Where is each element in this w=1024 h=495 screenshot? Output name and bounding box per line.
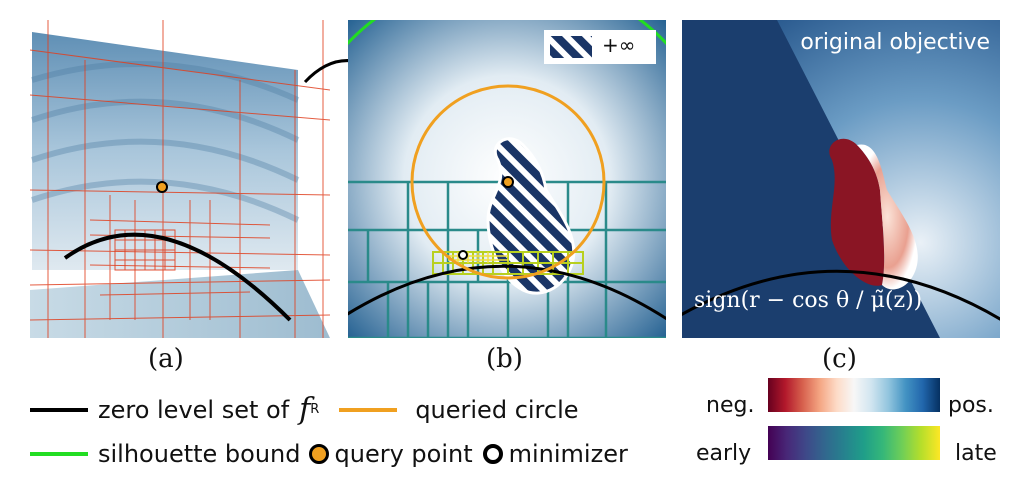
legend-row-2: silhouette bound query point minimizer xyxy=(30,440,628,468)
zero-level-curve-b xyxy=(348,264,666,321)
silhouette-swatch xyxy=(30,452,88,456)
panel-b-figure xyxy=(348,20,666,338)
panel-a-3d-view xyxy=(30,20,330,338)
infinity-badge-swatch xyxy=(550,36,592,58)
cbar-late-label: late xyxy=(955,441,997,466)
cbar-neg-label: neg. xyxy=(706,393,755,418)
zero-level-swatch xyxy=(30,407,88,412)
panel-c-objective: original objective sign(r − cos θ / μ̃(z… xyxy=(682,20,1000,338)
legend-f-subscript: R xyxy=(310,402,320,417)
query-point-marker-b xyxy=(502,176,514,188)
query-point-marker xyxy=(156,181,168,193)
diverging-colorbar xyxy=(768,378,940,412)
negative-blob xyxy=(829,138,885,286)
octree-dense-cluster xyxy=(114,229,176,271)
query-point-icon xyxy=(308,444,329,464)
sequential-colorbar xyxy=(768,426,940,460)
minimizer-icon xyxy=(482,444,503,464)
panel-a-figure xyxy=(30,20,330,338)
zero-level-curve-c xyxy=(682,269,1000,321)
legend-zero-level: zero level set of xyxy=(98,395,290,424)
transition-blob xyxy=(857,144,918,290)
zero-level-curve xyxy=(63,232,292,322)
panel-a-label: (a) xyxy=(148,344,184,374)
minimizer-marker xyxy=(458,250,468,260)
queried-circle-swatch xyxy=(339,407,398,412)
panel-b-label: (b) xyxy=(486,344,523,374)
panel-c-title: original objective xyxy=(800,30,990,55)
vertical-plane xyxy=(32,32,298,270)
legend-minimizer: minimizer xyxy=(508,440,628,468)
panel-c-label: (c) xyxy=(822,344,857,374)
cbar-early-label: early xyxy=(696,441,752,466)
legend-f-symbol: f xyxy=(299,392,311,427)
legend-query-point: query point xyxy=(334,440,473,468)
queried-circle xyxy=(410,84,606,280)
finest-cells xyxy=(448,252,508,263)
panel-c-figure xyxy=(682,20,1000,338)
panel-b-slice: +∞ xyxy=(348,20,666,338)
legend-queried-circle: queried circle xyxy=(415,395,579,424)
cbar-pos-label: pos. xyxy=(948,393,994,418)
panel-c-formula: sign(r − cos θ / μ̃(z)) xyxy=(694,288,923,313)
legend-row-1: zero level set of f R queried circle xyxy=(30,392,579,427)
infinity-badge-label: +∞ xyxy=(602,33,636,57)
legend-silhouette-bound: silhouette bound xyxy=(98,440,301,468)
